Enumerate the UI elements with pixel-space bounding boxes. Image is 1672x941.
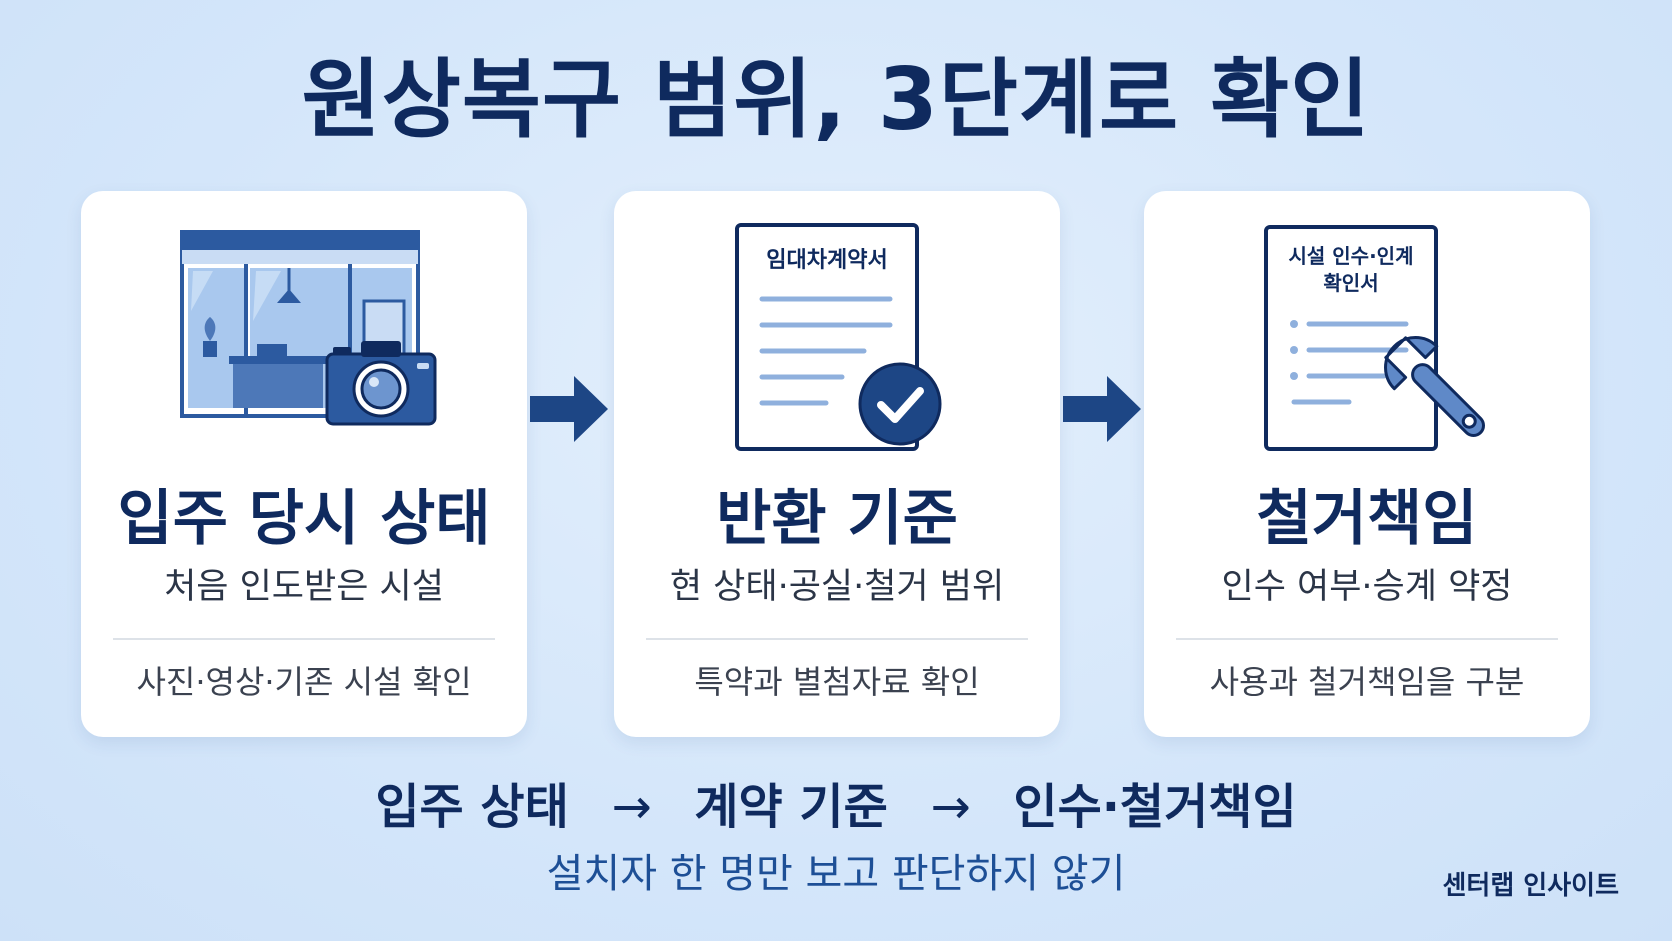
divider	[1176, 638, 1558, 640]
flow-item: 계약 기준	[694, 779, 888, 835]
flow-item: 입주 상태	[375, 779, 569, 835]
divider	[646, 638, 1028, 640]
step-note: 특약과 별첨자료 확인	[694, 663, 980, 701]
step-note: 사진·영상·기존 시설 확인	[136, 663, 472, 701]
document-wrench-icon: 시설 인수·인계 확인서	[1264, 225, 1485, 451]
step-title: 반환 기준	[716, 484, 958, 554]
contract-document-label: 임대차계약서	[766, 248, 887, 273]
page-title: 원상복구 범위, 3단계로 확인	[301, 50, 1371, 150]
step-card-removal-responsibility: 시설 인수·인계 확인서 철거책임 인수 여부·승계 약정 사용과 철거책임을 …	[1144, 191, 1590, 737]
flow-summary: 입주 상태 → 계약 기준 → 인수·철거책임	[0, 770, 1672, 841]
step-title: 철거책임	[1256, 484, 1478, 554]
flow-arrow: →	[611, 779, 652, 835]
step-subtitle: 현 상태·공실·철거 범위	[669, 567, 1005, 607]
flow-item: 인수·철거책임	[1013, 779, 1297, 835]
step-subtitle: 처음 인도받은 시설	[164, 567, 444, 607]
step-card-move-in: 입주 당시 상태 처음 인도받은 시설 사진·영상·기존 시설 확인	[81, 191, 527, 737]
right-arrow-icon	[530, 376, 608, 442]
brand-label: 센터랩 인사이트	[1442, 871, 1620, 901]
flow-arrow: →	[930, 779, 971, 835]
contract-check-icon: 임대차계약서	[735, 223, 942, 451]
step-card-return-standard: 임대차계약서 반환 기준 현 상태·공실·철거 범위 특약과 별첨자료 확인	[614, 191, 1060, 737]
caution-text: 설치자 한 명만 보고 판단하지 않기	[546, 851, 1126, 897]
step-subtitle: 인수 여부·승계 약정	[1221, 567, 1513, 607]
step-note: 사용과 철거책임을 구분	[1209, 663, 1525, 701]
right-arrow-icon	[1063, 376, 1141, 442]
divider	[113, 638, 495, 640]
handover-document-label-line1: 시설 인수·인계	[1289, 244, 1414, 268]
step-title: 입주 당시 상태	[117, 484, 491, 554]
handover-document-label-line2: 확인서	[1323, 271, 1378, 295]
storefront-camera-icon	[180, 230, 437, 426]
